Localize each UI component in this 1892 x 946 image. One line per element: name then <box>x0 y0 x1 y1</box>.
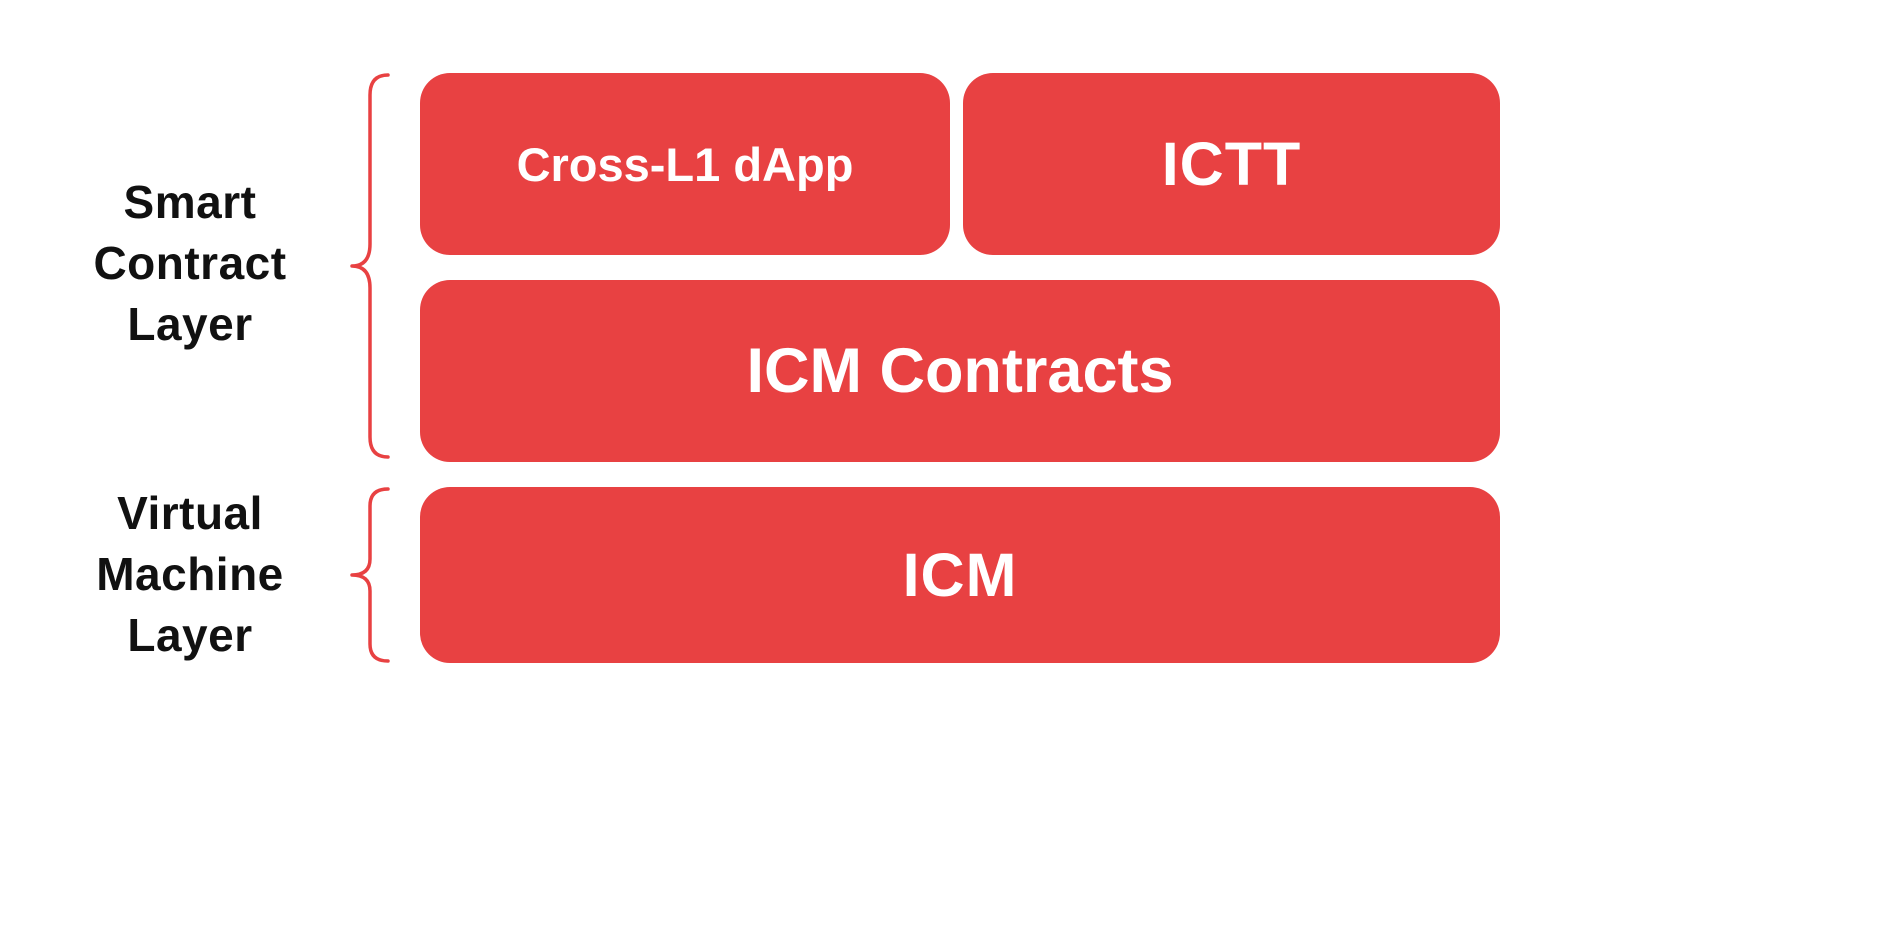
cross-l1-dapp-box: Cross-L1 dApp <box>420 73 950 255</box>
icm-contracts-label: ICM Contracts <box>746 336 1174 406</box>
smart-contract-layer-label: Smart Contract Layer <box>93 176 287 350</box>
ictt-label: ICTT <box>1161 130 1302 198</box>
virtual-machine-layer-label: Virtual Machine Layer <box>96 487 284 661</box>
ictt-box: ICTT <box>963 73 1500 255</box>
icm-box: ICM <box>420 487 1500 663</box>
icm-contracts-box: ICM Contracts <box>420 280 1500 462</box>
icm-label: ICM <box>902 541 1018 609</box>
smart-contract-curly-brace-icon <box>350 73 390 459</box>
virtual-machine-curly-brace-icon <box>350 487 390 663</box>
cross-l1-dapp-label: Cross-L1 dApp <box>516 137 854 191</box>
